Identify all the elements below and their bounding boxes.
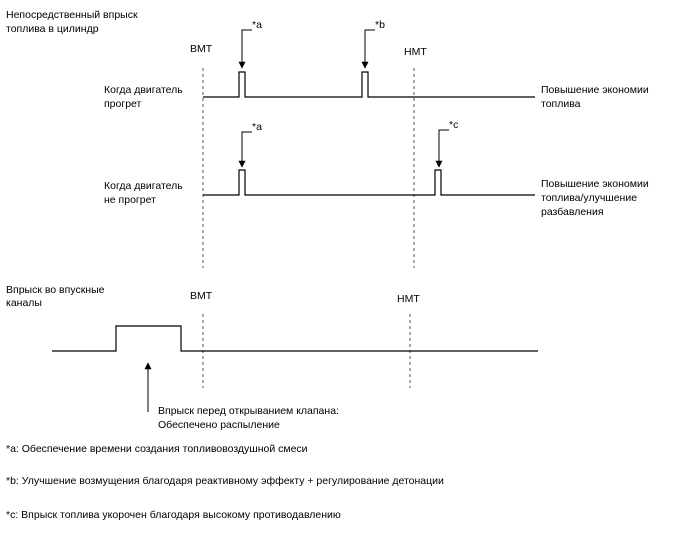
cold-result-line1: Повышение экономии [541,178,649,190]
cold-label-line2: не прогрет [104,194,156,206]
cold-label-line1: Когда двигатель [104,180,183,192]
direct-title-line1: Непосредственный впрыск [6,9,138,21]
cold-injection-signal [203,169,535,196]
warm-result-line2: топлива [541,98,581,110]
port-title-line2: каналы [6,297,42,309]
port-bmt-label: BMT [190,290,213,302]
warm-marker-b: *b [375,19,385,31]
port-injection-signal [52,325,538,352]
cold-marker-a: *a [252,121,262,133]
cold-marker-c: *c [449,119,458,131]
cold-arrow-c [435,129,449,168]
footnote-b: *b: Улучшение возмущения благодаря реакт… [6,475,444,487]
direct-nmt-label: HMT [404,46,427,58]
warm-label-line1: Когда двигатель [104,84,183,96]
footnote-a: *a: Обеспечение времени создания топливо… [6,443,308,455]
footnote-c: *c: Впрыск топлива укорочен благодаря вы… [6,509,341,521]
port-title-line1: Впрыск во впускные [6,284,105,296]
warm-arrow-a [238,29,252,69]
warm-injection-signal [203,71,535,98]
direct-bmt-label: BMT [190,43,213,55]
warm-label-line2: прогрет [104,98,142,110]
cold-result-line3: разбавления [541,206,604,218]
port-note-line1: Впрыск перед открыванием клапана: [158,405,339,417]
warm-result-line1: Повышение экономии [541,84,649,96]
cold-arrow-a [238,131,252,168]
warm-marker-a: *a [252,19,262,31]
warm-arrow-b [361,29,375,69]
port-note-line2: Обеспечено распыление [158,419,280,431]
direct-title-line2: топлива в цилиндр [6,23,99,35]
cold-result-line2: топлива/улучшение [541,192,637,204]
port-nmt-label: HMT [397,293,420,305]
